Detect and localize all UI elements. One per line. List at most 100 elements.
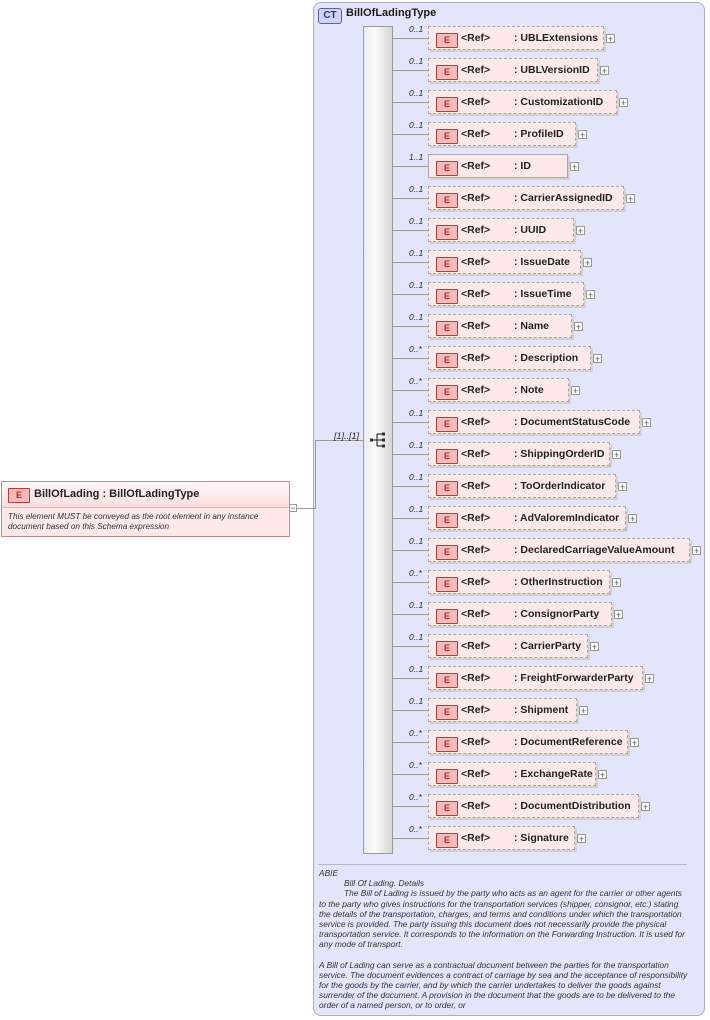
expand-icon[interactable]: + — [571, 386, 580, 396]
child-ref-label: <Ref> — [461, 640, 491, 652]
root-element-header: E BillOfLading : BillOfLadingType — [2, 482, 289, 508]
child-ref-label: <Ref> — [461, 512, 491, 524]
expand-icon[interactable]: + — [619, 98, 628, 108]
expand-icon[interactable]: + — [578, 130, 587, 140]
sequence-connector — [315, 440, 370, 441]
element-badge: E — [436, 801, 458, 816]
child-ref-label: <Ref> — [461, 544, 491, 556]
child-element-box[interactable]: E<Ref>: ToOrderIndicator — [428, 474, 616, 498]
child-multiplicity: 0..1 — [409, 504, 424, 514]
root-element-box[interactable]: E BillOfLading : BillOfLadingType This e… — [1, 481, 290, 537]
expand-icon[interactable]: + — [626, 194, 635, 204]
element-badge: E — [436, 481, 458, 496]
child-element-box[interactable]: E<Ref>: ProfileID — [428, 122, 576, 146]
expand-icon[interactable]: + — [590, 642, 599, 652]
child-connector — [393, 198, 428, 199]
element-badge: E — [436, 417, 458, 432]
child-element-box[interactable]: E<Ref>: DocumentDistribution — [428, 794, 639, 818]
child-element-box[interactable]: E<Ref>: Shipment — [428, 698, 577, 722]
child-element-box[interactable]: E<Ref>: Signature — [428, 826, 575, 850]
child-ref-label: <Ref> — [461, 352, 491, 364]
expand-icon[interactable]: + — [600, 66, 609, 76]
collapse-icon[interactable]: − — [289, 503, 297, 513]
child-ref-label: <Ref> — [461, 160, 491, 172]
child-element-box[interactable]: E<Ref>: CarrierParty — [428, 634, 588, 658]
element-badge: E — [436, 449, 458, 464]
child-element-box[interactable]: E<Ref>: Description — [428, 346, 591, 370]
expand-icon[interactable]: + — [583, 258, 592, 268]
expand-icon[interactable]: + — [618, 482, 627, 492]
expand-icon[interactable]: + — [612, 578, 621, 588]
child-element-box[interactable]: E<Ref>: ConsignorParty — [428, 602, 612, 626]
child-connector — [393, 550, 428, 551]
root-element-description: This element MUST be conveyed as the roo… — [8, 512, 259, 531]
child-element-box[interactable]: E<Ref>: UUID — [428, 218, 574, 242]
child-multiplicity: 0..1 — [409, 280, 424, 290]
child-multiplicity: 0..1 — [409, 216, 424, 226]
complex-type-name[interactable]: BillOfLadingType — [346, 7, 437, 19]
child-element-box[interactable]: E<Ref>: ID — [428, 154, 568, 178]
child-element-name: : UBLVersionID — [514, 64, 590, 76]
child-element-box[interactable]: E<Ref>: IssueDate — [428, 250, 581, 274]
expand-icon[interactable]: + — [579, 706, 588, 716]
expand-icon[interactable]: + — [598, 770, 607, 780]
expand-icon[interactable]: + — [645, 674, 654, 684]
child-element-box[interactable]: E<Ref>: DocumentStatusCode — [428, 410, 640, 434]
expand-icon[interactable]: + — [593, 354, 602, 364]
expand-icon[interactable]: + — [692, 546, 701, 556]
expand-icon[interactable]: + — [630, 738, 639, 748]
child-element-box[interactable]: E<Ref>: ExchangeRate — [428, 762, 596, 786]
expand-icon[interactable]: + — [614, 610, 623, 620]
expand-icon[interactable]: + — [612, 450, 621, 460]
child-element-box[interactable]: E<Ref>: CustomizationID — [428, 90, 617, 114]
child-ref-label: <Ref> — [461, 32, 491, 44]
expand-icon[interactable]: + — [628, 514, 637, 524]
element-badge: E — [436, 193, 458, 208]
child-connector — [393, 486, 428, 487]
child-connector — [393, 230, 428, 231]
element-badge: E — [436, 705, 458, 720]
child-connector — [393, 774, 428, 775]
child-ref-label: <Ref> — [461, 384, 491, 396]
child-connector — [393, 582, 428, 583]
element-badge: E — [436, 737, 458, 752]
element-badge: E — [436, 833, 458, 848]
child-element-box[interactable]: E<Ref>: Note — [428, 378, 569, 402]
child-element-name: : ProfileID — [514, 128, 564, 140]
expand-icon[interactable]: + — [642, 418, 651, 428]
child-connector — [393, 390, 428, 391]
expand-icon[interactable]: + — [606, 34, 615, 44]
element-badge: E — [436, 129, 458, 144]
child-element-name: : IssueDate — [514, 256, 571, 268]
child-element-box[interactable]: E<Ref>: Name — [428, 314, 572, 338]
expand-icon[interactable]: + — [570, 162, 579, 172]
sequence-icon[interactable] — [370, 431, 388, 449]
child-element-name: : Note — [514, 384, 544, 396]
child-element-box[interactable]: E<Ref>: OtherInstruction — [428, 570, 610, 594]
expand-icon[interactable]: + — [577, 834, 586, 844]
child-element-box[interactable]: E<Ref>: DeclaredCarriageValueAmount — [428, 538, 690, 562]
child-connector — [393, 678, 428, 679]
child-connector — [393, 454, 428, 455]
child-multiplicity: 0..1 — [409, 536, 424, 546]
child-ref-label: <Ref> — [461, 672, 491, 684]
expand-icon[interactable]: + — [641, 802, 650, 812]
child-element-box[interactable]: E<Ref>: UBLExtensions — [428, 26, 604, 50]
child-element-box[interactable]: E<Ref>: IssueTime — [428, 282, 584, 306]
child-element-box[interactable]: E<Ref>: CarrierAssignedID — [428, 186, 624, 210]
child-element-box[interactable]: E<Ref>: DocumentReference — [428, 730, 628, 754]
child-element-name: : DocumentReference — [514, 736, 623, 748]
child-multiplicity: 0..1 — [409, 56, 424, 66]
complex-type-badge: CT — [318, 8, 342, 24]
expand-icon[interactable]: + — [576, 226, 585, 236]
doc-category: ABIE — [319, 868, 339, 878]
child-element-box[interactable]: E<Ref>: FreightForwarderParty — [428, 666, 643, 690]
element-badge: E — [436, 545, 458, 560]
child-element-box[interactable]: E<Ref>: AdValoremIndicator — [428, 506, 626, 530]
expand-icon[interactable]: + — [586, 290, 595, 300]
child-element-box[interactable]: E<Ref>: UBLVersionID — [428, 58, 598, 82]
child-element-box[interactable]: E<Ref>: ShippingOrderID — [428, 442, 610, 466]
child-element-name: : CustomizationID — [514, 96, 604, 108]
expand-icon[interactable]: + — [574, 322, 583, 332]
child-multiplicity: 0..1 — [409, 120, 424, 130]
